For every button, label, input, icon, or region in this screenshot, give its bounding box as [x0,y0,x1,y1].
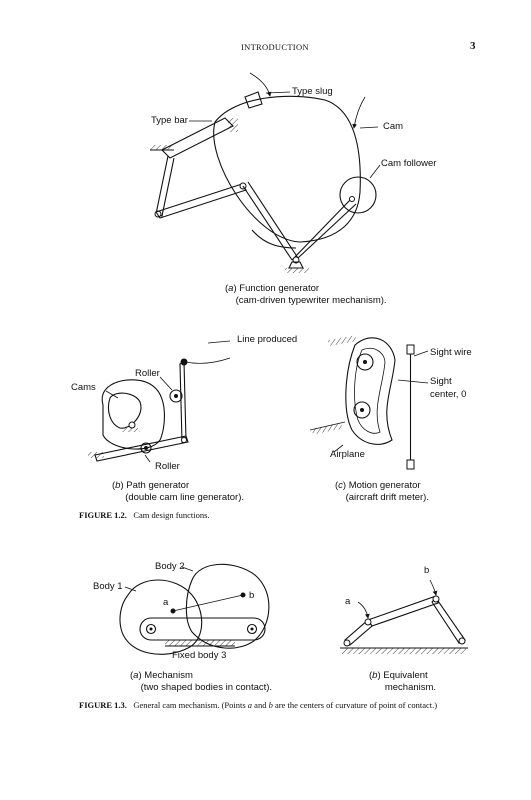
figure-1-3-caption: FIGURE 1.3. General cam mechanism. (Poin… [79,699,459,711]
caption-fig12a: (a) Function generator (cam-driven typew… [225,283,387,306]
label-line-produced: Line produced [237,334,298,345]
cam-follower-roller [339,176,377,214]
label-point-a-equiv: a [345,596,351,607]
fig13b-drawing [340,579,468,654]
caption-subtitle: (aircraft drift meter). [345,492,429,503]
label-fixed-body-3: Fixed body 3 [172,650,227,661]
cam-a [101,379,166,450]
label-sight-wire: Sight wire [430,347,472,358]
caption-subtitle: (double cam line generator). [125,492,245,503]
caption-subtitle: (cam-driven typewriter mechanism). [235,295,387,306]
figure-var-a: a [247,700,253,710]
label-roller-top: Roller [135,368,160,379]
label-center-0: center, 0 [430,389,467,400]
caption-fig13b: (b) Equivalent mechanism. [369,670,437,693]
figure-description: General cam mechanism. (Points [133,700,246,710]
body-1 [119,579,203,655]
caption-title: Mechanism [144,670,193,681]
caption-title: Equivalent [383,670,428,681]
label-roller-bottom: Roller [155,461,180,472]
figure-description-end: of contact.) [398,700,438,710]
body-2 [185,563,270,649]
figure-number: FIGURE 1.3. [79,700,127,710]
label-cams: Cams [71,382,96,393]
caption-title: Motion generator [348,480,421,491]
label-body-2: Body 2 [155,561,185,572]
caption-title: Path generator [126,480,190,491]
label-airplane: Airplane [330,449,365,460]
fig12c-drawing [309,335,429,470]
figure-description-cont: are the centers of curvature of point [274,700,397,710]
caption-fig12b: (b) Path generator (double cam line gene… [112,480,245,503]
label-type-bar: Type bar [151,115,188,126]
caption-fig13a: (a) Mechanism (two shaped bodies in cont… [130,670,273,693]
caption-tag: c [338,480,343,491]
figure-var-b: b [268,700,273,710]
caption-tag: b [372,670,378,681]
page-number: 3 [470,40,476,52]
figure-1-2-caption: FIGURE 1.2. Cam design functions. [79,509,210,521]
caption-title: Function generator [239,283,320,294]
label-body-1: Body 1 [93,581,123,592]
caption-tag: a [133,670,139,681]
fig12b-drawing [88,340,231,463]
label-sight: Sight [430,376,452,387]
type-slug [244,91,263,109]
running-header: INTRODUCTION [241,42,309,52]
fig13a-drawing [119,563,270,655]
label-cam: Cam [383,121,404,132]
label-point-a: a [163,597,169,608]
label-type-slug: Type slug [292,86,333,97]
label-cam-follower: Cam follower [381,158,437,169]
drift-meter-body [345,337,396,445]
figure-and: and [254,700,267,710]
figure-description: Cam design functions. [133,510,210,520]
caption-tag: b [115,480,121,491]
caption-subtitle: (two shaped bodies in contact). [140,682,273,693]
caption-subtitle: mechanism. [384,682,437,693]
label-point-b: b [249,590,255,601]
label-point-b-equiv: b [424,565,430,576]
caption-tag: a [228,283,234,294]
caption-fig12c: (c) Motion generator (aircraft drift met… [335,480,429,503]
fig12a-drawing [150,72,381,273]
figure-number: FIGURE 1.2. [79,510,127,520]
cam-profile [213,95,361,243]
